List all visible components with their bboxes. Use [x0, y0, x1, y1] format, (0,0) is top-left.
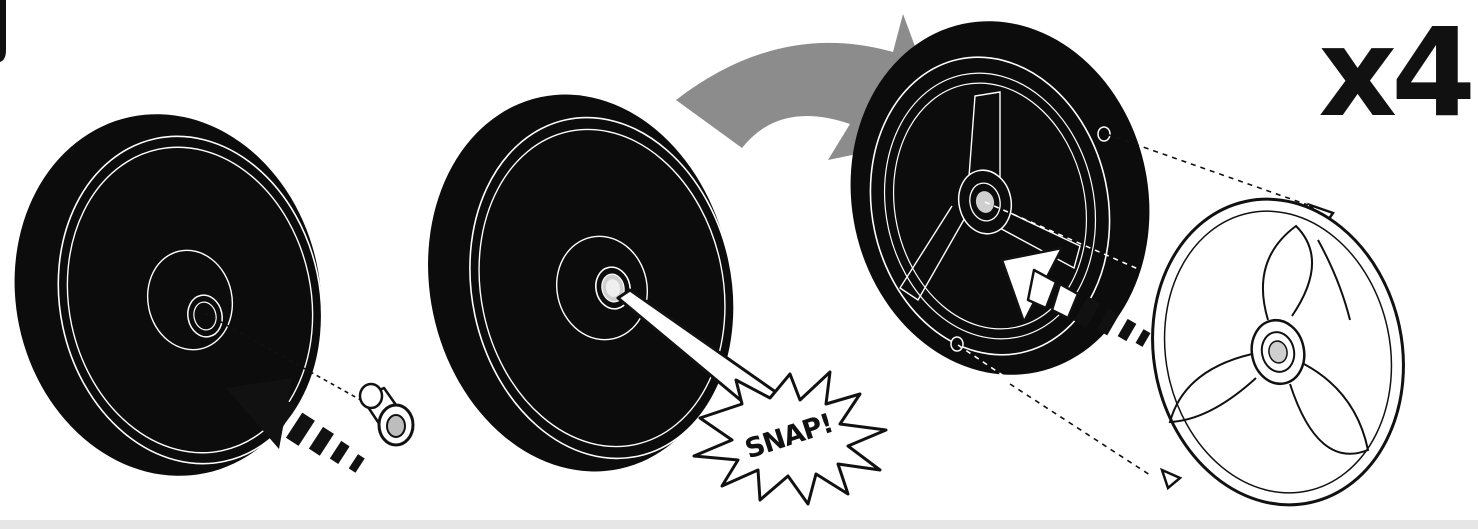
wheel-2	[394, 66, 766, 500]
corner-crop-mark	[0, 0, 6, 62]
hubcap	[1125, 176, 1432, 529]
wheel-3-screw-hole-bottom	[951, 337, 963, 351]
quantity-label: x4	[1318, 2, 1471, 144]
step-1-insert-bushing	[0, 85, 413, 504]
bottom-border-strip	[0, 520, 1478, 529]
wheel-1	[0, 85, 355, 504]
bushing	[360, 384, 413, 445]
